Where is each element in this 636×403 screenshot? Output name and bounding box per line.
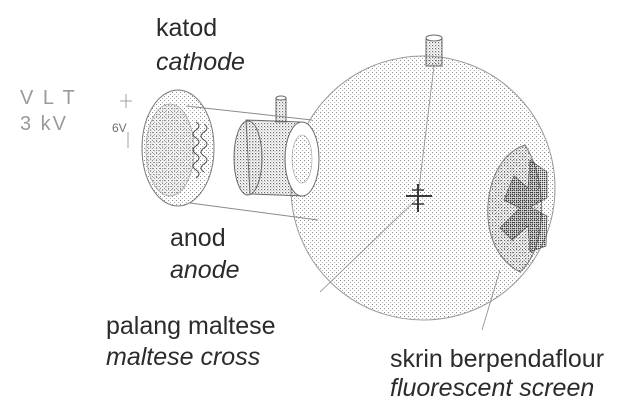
anode-cylinder	[234, 120, 319, 196]
cathode-label-malay: katod	[156, 16, 217, 41]
maltese-cross-label-malay: palang maltese	[106, 314, 276, 339]
screen-label-malay: skrin berpendaflour	[390, 347, 604, 372]
anode-label-malay: anod	[170, 226, 226, 251]
anode-label-english: anode	[170, 258, 240, 283]
screen-label-english: fluorescent screen	[390, 376, 594, 401]
anode-terminal-pin	[276, 96, 286, 122]
six-volt-label: 6V	[112, 122, 127, 134]
high-voltage-label: V L T	[20, 88, 77, 108]
kilovolt-label: 3 kV	[20, 114, 68, 134]
maltese-cross-label-english: maltese cross	[106, 345, 260, 370]
cathode-label-english: cathode	[156, 50, 245, 75]
bulb-top-neck	[426, 35, 442, 66]
